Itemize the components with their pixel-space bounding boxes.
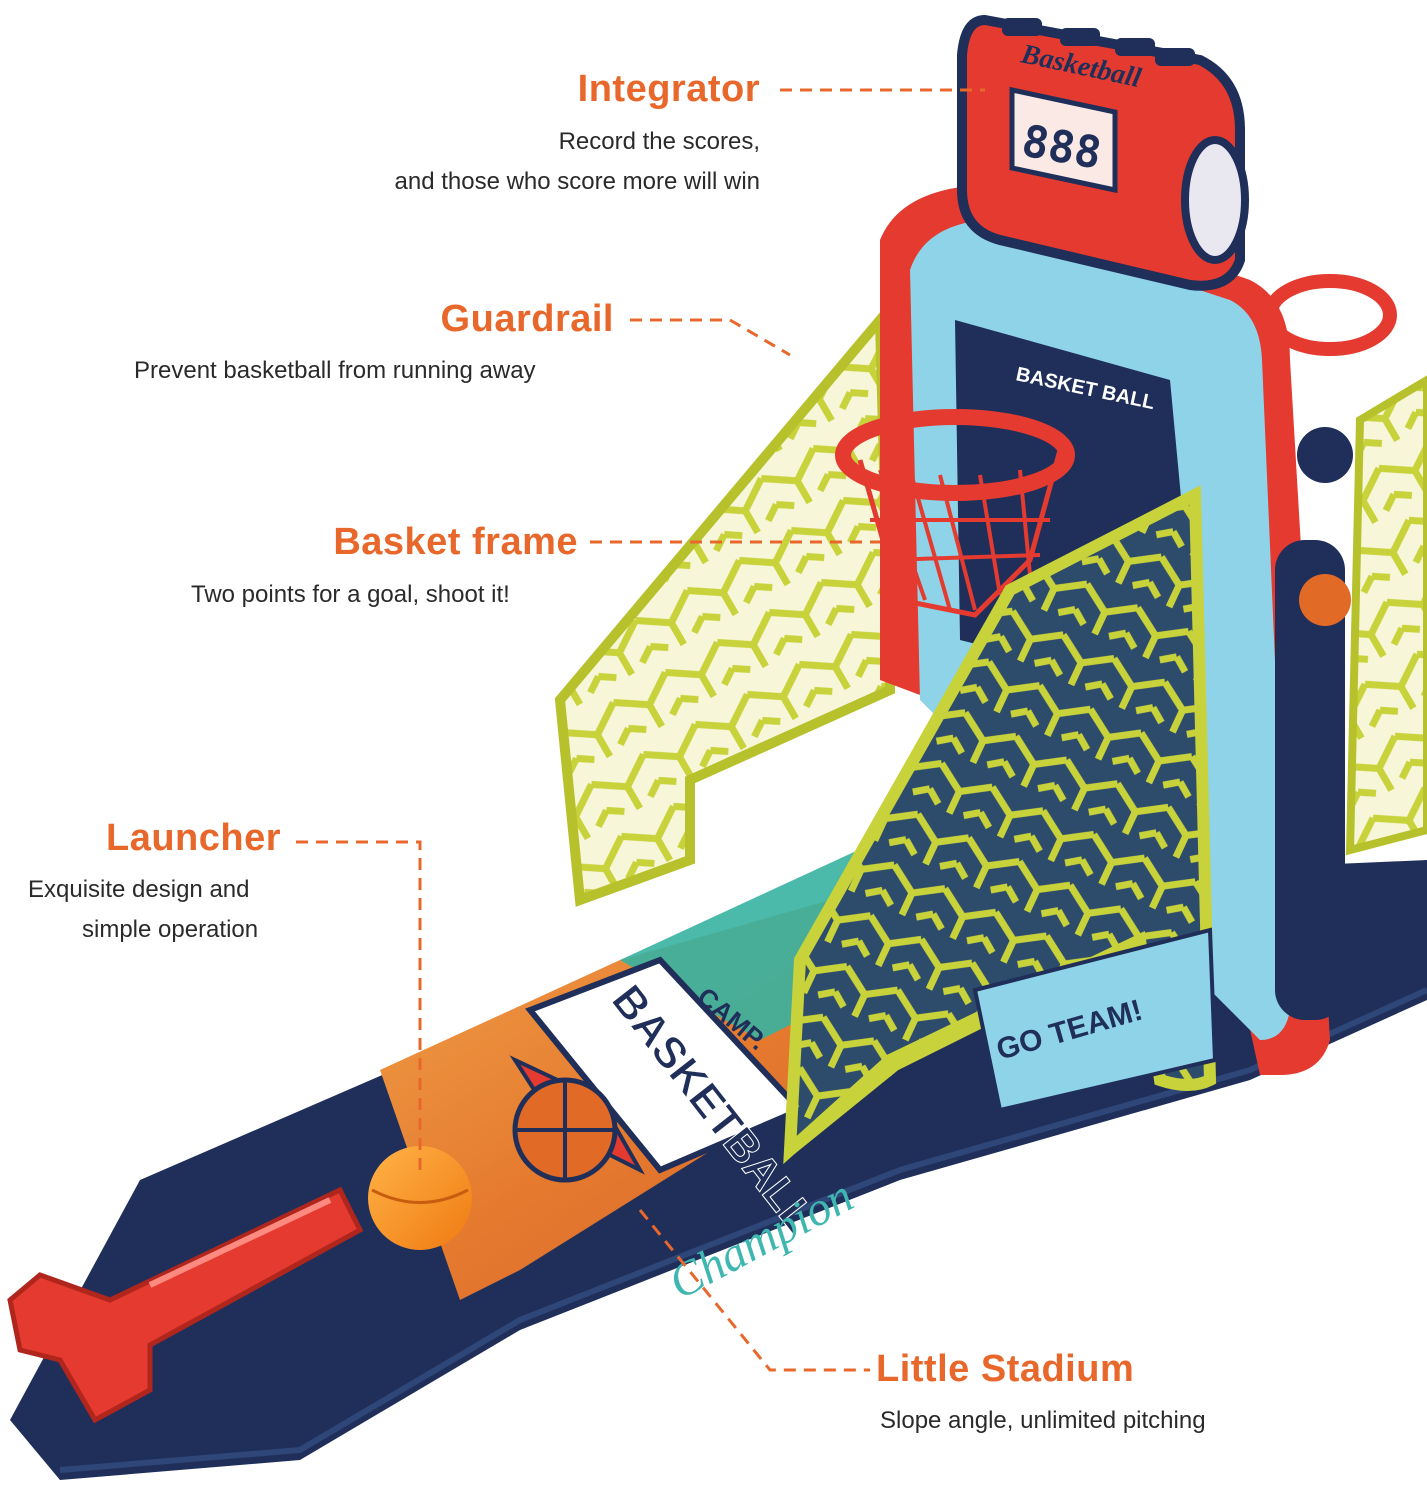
launcher-title: Launcher [106, 817, 282, 859]
integrator-desc-line2: and those who score more will win [394, 168, 761, 195]
launcher [7, 1186, 364, 1424]
little-stadium-leader-line [638, 1209, 870, 1372]
side-decal [1275, 540, 1345, 1020]
little-stadium-desc: Slope angle, unlimited pitching [880, 1407, 1206, 1434]
left-guardrail [554, 306, 896, 907]
speaker-grille [1297, 427, 1353, 483]
guardrail-leader-line [630, 318, 791, 357]
integrator-title: Integrator [577, 68, 760, 110]
launcher-desc-line2: simple operation [82, 916, 259, 943]
guardrail-desc: Prevent basketball from running away [134, 357, 536, 384]
little-stadium-title: Little Stadium [876, 1348, 1135, 1390]
basket-frame-title: Basket frame [333, 521, 578, 563]
launcher-leader-line [296, 840, 422, 1170]
basket-hoop [835, 409, 1075, 618]
leader-lines [296, 88, 985, 1372]
orange-ball [368, 1146, 472, 1250]
launcher-desc-line1: Exquisite design and [28, 876, 250, 903]
guardrail-title: Guardrail [440, 298, 614, 340]
basket-frame-desc: Two points for a goal, shoot it! [191, 581, 510, 608]
right-back-net [1345, 375, 1427, 856]
go-team-sign: GO TEAM! [972, 927, 1218, 1113]
scoreboard: 888 Basketball [957, 14, 1249, 291]
right-hoop [1263, 274, 1397, 356]
integrator-desc-line1: Record the scores, [558, 128, 760, 155]
side-ball-graphic [1299, 574, 1351, 626]
